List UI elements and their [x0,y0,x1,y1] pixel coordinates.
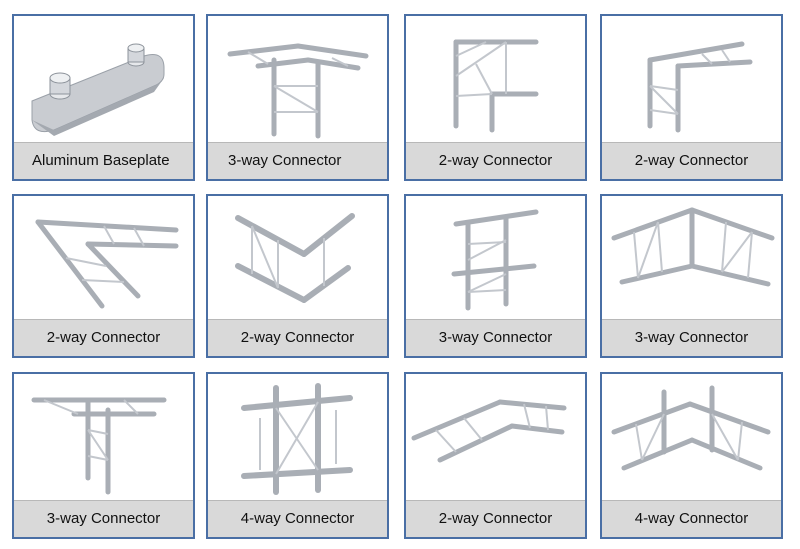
product-card-3-way-connector[interactable]: 3-way Connector [206,14,389,181]
product-card-3-way-connector[interactable]: 3-way Connector [12,372,195,539]
product-card-2-way-connector[interactable]: 2-way Connector [600,14,783,181]
product-caption: 2-way Connector [14,319,193,356]
truss-4-way-image [241,383,353,495]
product-caption: 4-way Connector [602,500,781,537]
product-caption: 4-way Connector [208,500,387,537]
product-card-aluminum-baseplate[interactable]: Aluminum Baseplate [12,14,195,181]
product-caption: 3-way Connector [208,142,387,179]
product-card-3-way-connector[interactable]: 3-way Connector [404,194,587,358]
product-card-2-way-connector[interactable]: 2-way Connector [206,194,389,358]
truss-2-way-image [35,219,179,309]
truss-2-way-image [235,213,355,303]
truss-3-way-image [451,209,539,311]
product-caption: 2-way Connector [406,500,585,537]
truss-2-way-image [647,41,753,133]
truss-4-way-image [611,385,771,471]
product-caption: 3-way Connector [406,319,585,356]
product-caption: 2-way Connector [208,319,387,356]
truss-2-way-image [411,399,567,463]
truss-2-way-image [453,39,539,133]
truss-3-way-image [611,207,775,287]
product-caption: 2-way Connector [406,142,585,179]
product-card-4-way-connector[interactable]: 4-way Connector [206,372,389,539]
product-caption: Aluminum Baseplate [14,142,193,179]
baseplate-image [31,43,165,136]
product-caption: 3-way Connector [602,319,781,356]
product-card-3-way-connector[interactable]: 3-way Connector [600,194,783,358]
product-card-2-way-connector[interactable]: 2-way Connector [12,194,195,358]
truss-3-way-image [31,397,167,495]
product-card-2-way-connector[interactable]: 2-way Connector [404,14,587,181]
truss-3-way-image [227,43,369,139]
product-caption: 2-way Connector [602,142,781,179]
product-card-4-way-connector[interactable]: 4-way Connector [600,372,783,539]
product-caption: 3-way Connector [14,500,193,537]
product-card-2-way-connector[interactable]: 2-way Connector [404,372,587,539]
